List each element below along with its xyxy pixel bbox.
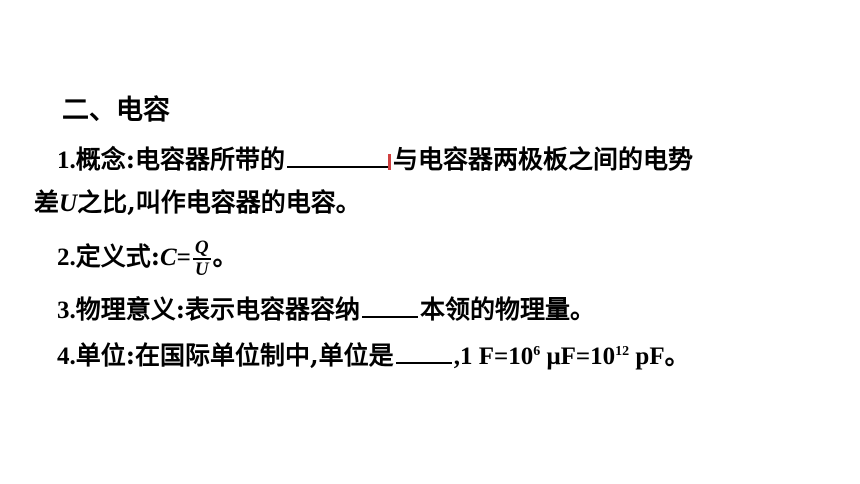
item-unit: 4.单位:在国际单位制中,单位是 ,1 F=106 μF=1012 pF。 [57, 340, 690, 372]
unit-formula-a: ,1 F=10 [453, 343, 534, 370]
item-number: 3. [57, 297, 76, 324]
equals-sign: = [176, 244, 191, 271]
item-number: 1. [57, 147, 76, 174]
item-concept-line2: 差U之比,叫作电容器的电容。 [34, 188, 361, 219]
blank-charge [286, 144, 391, 168]
fraction-numerator: Q [192, 236, 211, 260]
item-concept: 1.概念:电容器所带的 与电容器两极板之间的电势 [57, 144, 693, 176]
blank-charge-capacity [361, 294, 418, 318]
fraction-denominator: U [194, 258, 209, 280]
item-number: 4. [57, 343, 76, 370]
unit-prefix: 单位:在国际单位制中,单位是 [75, 341, 394, 370]
item-number: 2. [57, 244, 76, 271]
red-mark [387, 154, 391, 170]
unit-formula-b: μF=10 [540, 343, 616, 370]
concept-prefix: 概念:电容器所带的 [75, 145, 285, 174]
voltage-symbol: U [59, 190, 78, 217]
definition-prefix: 定义式: [75, 242, 160, 271]
concept-line2-start: 差 [34, 188, 60, 217]
item-meaning: 3.物理意义:表示电容器容纳 本领的物理量。 [57, 294, 595, 326]
concept-line2-end: 之比,叫作电容器的电容。 [77, 188, 361, 217]
section-title-text: 二、电容 [62, 95, 170, 126]
exponent-12: 12 [615, 344, 630, 359]
capacitance-symbol: C [159, 244, 177, 271]
section-title: 二、电容 [62, 96, 170, 126]
meaning-suffix: 本领的物理量。 [419, 295, 595, 324]
exponent-6: 6 [533, 344, 541, 359]
meaning-prefix: 物理意义:表示电容器容纳 [75, 295, 360, 324]
concept-middle: 与电容器两极板之间的电势 [392, 145, 693, 174]
unit-formula-c: pF。 [629, 343, 690, 370]
blank-unit [395, 340, 452, 364]
definition-suffix: 。 [212, 242, 238, 271]
